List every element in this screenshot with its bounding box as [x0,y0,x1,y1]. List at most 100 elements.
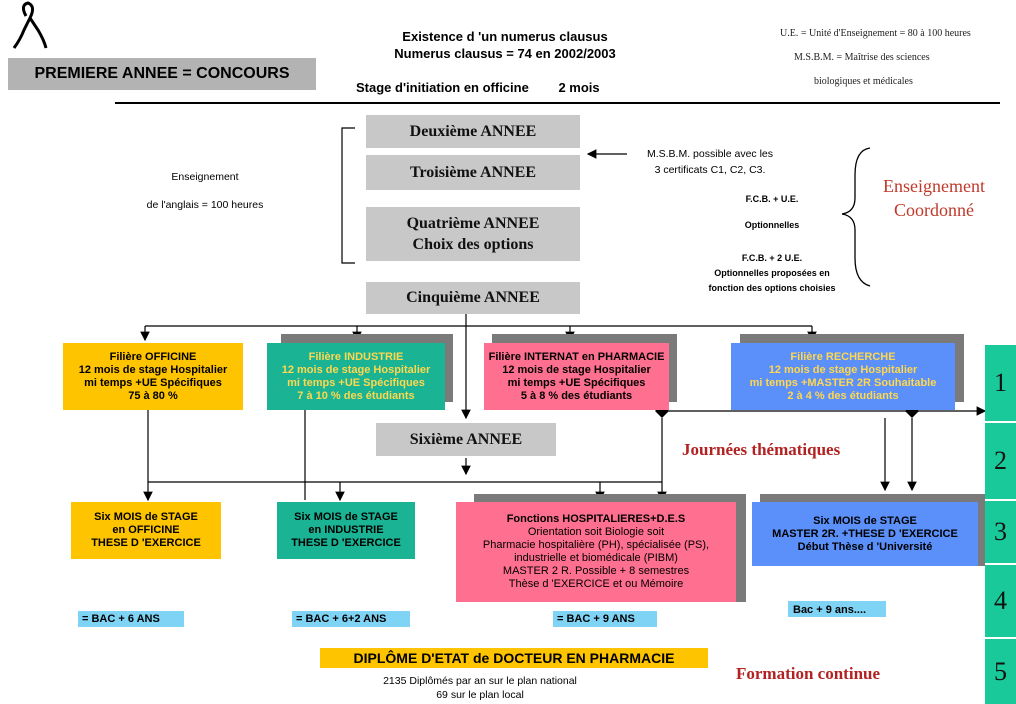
outcome-recherche-line1: Six MOIS de STAGE [813,514,917,527]
filiere-industrie-title: Filière INDUSTRIE [308,350,404,363]
concours-label: PREMIERE ANNEE = CONCOURS [34,65,290,82]
diplome-banner: DIPLÔME D'ETAT de DOCTEUR EN PHARMACIE [320,648,708,668]
year-cinquieme-label: Cinquième ANNEE [406,289,540,306]
journees-thematiques: Journées thématiques [682,440,840,460]
outcome-officine-line1: Six MOIS de STAGE [94,511,198,523]
side-number-4: 4 [985,565,1016,639]
outcome-officine: Six MOIS de STAGE en OFFICINE THESE D 'E… [71,502,221,559]
outcome-hospitalier-title: Fonctions HOSPITALIERES+D.E.S [506,513,686,525]
duration-bac9-label: = BAC + 9 ANS [557,613,635,625]
filiere-recherche-line2: 12 mois de stage Hospitalier [768,363,918,376]
outcome-hospitalier: Fonctions HOSPITALIERES+D.E.S Orientatio… [456,502,736,602]
opt-proposees-2: fonction des options choisies [708,283,836,293]
duration-bac9b-label: Bac + 9 ans.... [793,604,867,616]
msbm-note: M.S.B.M. possible avec les 3 certificats… [630,146,790,178]
outcome-hospitalier-line2: Orientation soit Biologie soit [527,526,665,538]
numerus-line1: Existence d 'un numerus clausus [402,29,608,44]
year-quatrieme-options: Choix des options [412,236,534,253]
outcome-hospitalier-line3: Pharmacie hospitalière (PH), spécialisée… [482,539,710,551]
outcome-industrie-line1: Six MOIS de STAGE [294,511,398,523]
journees-label: Journées thématiques [682,440,841,459]
side-number-1-label: 1 [994,368,1007,397]
opt-proposees-1: Optionnelles proposées en [714,268,830,278]
filiere-internat: Filière INTERNAT en PHARMACIE 12 mois de… [484,343,669,410]
filiere-industrie-line3: mi temps +UE Spécifiques [287,376,425,389]
filiere-officine-line2: 12 mois de stage Hospitalier [78,363,228,376]
msbm-definition-2: biologiques et médicales [814,76,913,87]
outcome-recherche-line3: Début Thèse d 'Université [797,540,933,553]
english-teaching-note: Enseignement de l'anglais = 100 heures [130,163,280,219]
side-number-3: 3 [985,501,1016,565]
filiere-recherche: Filière RECHERCHE 12 mois de stage Hospi… [731,343,955,410]
stage-label: Stage d'initiation en officine [356,80,529,95]
diplomes-local: 69 sur le plan local [436,689,524,701]
english-note-line2: de l'anglais = 100 heures [146,199,264,211]
fcb-ue: F.C.B. + U.E. [745,194,799,204]
diplome-label: DIPLÔME D'ETAT de DOCTEUR EN PHARMACIE [353,650,675,666]
enseignement-line2: Coordonné [894,200,974,220]
numerus-clausus: Existence d 'un numerus clausus Numerus … [340,28,670,62]
filiere-internat-line2: 12 mois de stage Hospitalier [502,363,651,376]
side-number-1: 1 [985,345,1016,423]
duration-bac6-label: = BAC + 6 ANS [82,613,160,625]
outcome-recherche: Six MOIS de STAGE MASTER 2R. +THESE D 'E… [752,502,978,566]
year-quatrieme: Quatrième ANNEE Choix des options [366,207,580,261]
filiere-officine: Filière OFFICINE 12 mois de stage Hospit… [63,343,243,410]
duration-bac62: = BAC + 6+2 ANS [292,611,410,627]
outcome-industrie-line3: THESE D 'EXERCICE [291,537,401,549]
formation-continue: Formation continue [736,664,880,684]
filiere-industrie-percent: 7 à 10 % des étudiants [297,389,415,402]
fcb-2ue: F.C.B. + 2 U.E. [741,253,803,263]
filiere-internat-title: Filière INTERNAT en PHARMACIE [488,350,665,363]
filiere-industrie-line2: 12 mois de stage Hospitalier [281,363,431,376]
outcome-hospitalier-line6: Thèse d 'EXERCICE et ou Mémoire [508,578,684,590]
duration-bac6: = BAC + 6 ANS [78,611,184,627]
filiere-recherche-percent: 2 à 4 % des étudiants [787,389,899,402]
logo-icon [12,1,48,49]
side-number-5: 5 [985,639,1016,704]
year-sixieme: Sixième ANNEE [376,423,556,456]
side-number-2: 2 [985,423,1016,501]
duration-bac9: = BAC + 9 ANS [553,611,657,627]
enseignement-coordonne: Enseignement Coordonné [870,174,998,222]
outcome-recherche-line2: MASTER 2R. +THESE D 'EXERCICE [772,527,958,540]
enseignement-line1: Enseignement [883,176,985,196]
outcome-industrie-line2: en INDUSTRIE [308,524,384,536]
year-deuxieme-label: Deuxième ANNEE [409,122,537,140]
outcome-industrie: Six MOIS de STAGE en INDUSTRIE THESE D '… [277,502,415,559]
duration-bac9b: Bac + 9 ans.... [788,601,886,617]
outcome-hospitalier-line4: industrielle et biomédicale (PIBM) [514,552,678,564]
fcb-notes: F.C.B. + U.E. Optionnelles F.C.B. + 2 U.… [692,192,852,296]
side-number-3-label: 3 [994,517,1007,546]
filiere-officine-title: Filière OFFICINE [109,350,197,363]
numerus-line2: Numerus clausus = 74 en 2002/2003 [394,46,616,61]
year-quatrieme-label: Quatrième ANNEE [406,215,540,232]
filiere-industrie: Filière INDUSTRIE 12 mois de stage Hospi… [267,343,445,410]
side-number-2-label: 2 [994,446,1007,475]
filiere-internat-line3: mi temps +UE Spécifiques [507,376,646,389]
english-note-line1: Enseignement [171,171,239,183]
filiere-recherche-title: Filière RECHERCHE [790,350,896,363]
fcb-optionnelles: Optionnelles [744,220,800,230]
ue-definition: U.E. = Unité d'Enseignement = 80 à 100 h… [780,28,971,39]
filiere-officine-percent: 75 à 80 % [128,389,178,402]
side-number-5-label: 5 [994,656,1007,686]
outcome-officine-line3: THESE D 'EXERCICE [91,537,201,549]
msbm-note-line2: 3 certificats C1, C2, C3. [654,164,766,176]
outcome-officine-line2: en OFFICINE [112,524,180,536]
duration-bac62-label: = BAC + 6+2 ANS [296,613,387,625]
year-deuxieme: Deuxième ANNEE [366,115,580,148]
year-troisieme-label: Troisième ANNEE [409,163,537,181]
stage-initiation: Stage d'initiation en officine 2 mois [356,80,600,95]
diplomes-count: 2135 Diplômés par an sur le plan nationa… [350,674,610,702]
msbm-note-line1: M.S.B.M. possible avec les [646,148,774,160]
side-number-4-label: 4 [994,586,1007,615]
filiere-internat-percent: 5 à 8 % des étudiants [520,389,633,402]
stage-duration: 2 mois [558,80,600,95]
year-sixieme-label: Sixième ANNEE [409,430,523,448]
diplomes-national: 2135 Diplômés par an sur le plan nationa… [383,675,577,687]
definitions: U.E. = Unité d'Enseignement = 80 à 100 h… [780,22,1016,94]
filiere-recherche-line3: mi temps +MASTER 2R Souhaitable [749,376,937,389]
year-cinquieme: Cinquième ANNEE [366,282,580,314]
